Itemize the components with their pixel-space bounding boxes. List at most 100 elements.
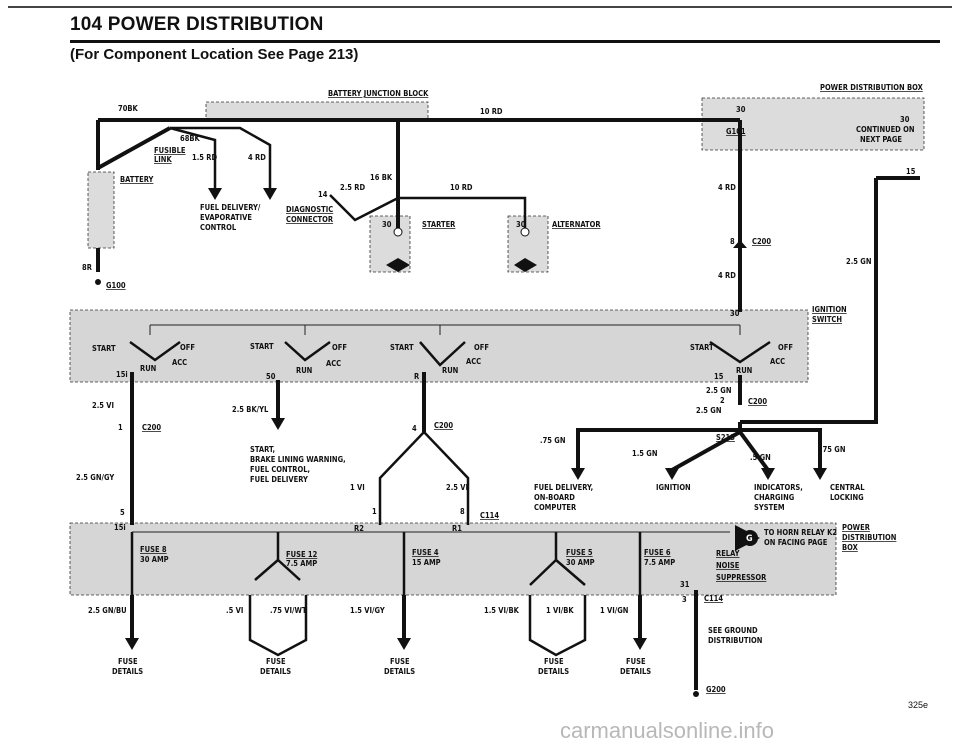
ignition-pin-30: 30 bbox=[730, 309, 740, 318]
pin-14: 14 bbox=[318, 190, 328, 199]
continued-label-1: CONTINUED ON bbox=[856, 125, 915, 134]
ignition-switch-box bbox=[69, 309, 809, 383]
fuse-box bbox=[69, 522, 837, 596]
wire-label-4rd-c: 4 RD bbox=[718, 271, 736, 280]
wire-label-25rd: 2.5 RD bbox=[340, 183, 365, 192]
alternator-terminal bbox=[520, 227, 530, 237]
fuse-8-amp: 30 AMP bbox=[140, 555, 169, 564]
ign4-start: START bbox=[690, 343, 714, 352]
fuse-4-amp: 15 AMP bbox=[412, 558, 441, 567]
wire-label-5vi: .5 VI bbox=[226, 606, 243, 615]
ign1-pin-15i: 15i bbox=[116, 370, 128, 379]
fuse-pin-r2: R2 bbox=[354, 524, 364, 533]
relay-label: RELAY bbox=[716, 549, 740, 558]
arrow-start-list bbox=[271, 418, 285, 430]
start-list-3: FUEL CONTROL, bbox=[250, 465, 310, 474]
page-code: 325e bbox=[908, 700, 929, 710]
wire-s213-bus bbox=[576, 422, 822, 470]
pdb-label-2: DISTRIBUTION bbox=[842, 533, 897, 542]
g200-label: G200 bbox=[706, 685, 726, 694]
continued-label-2: NEXT PAGE bbox=[860, 135, 902, 144]
battery-junction-block-label: BATTERY JUNCTION BLOCK bbox=[328, 89, 429, 98]
top-rule bbox=[8, 6, 952, 8]
page-title: 104 POWER DISTRIBUTION bbox=[70, 14, 324, 35]
ign3-off: OFF bbox=[474, 343, 489, 352]
ignition-output-label: IGNITION bbox=[656, 483, 691, 492]
starter-pin-30: 30 bbox=[382, 220, 392, 229]
pdb-pin-30-right: 30 bbox=[900, 115, 910, 124]
title-rule bbox=[70, 40, 940, 43]
ign-switch-1 bbox=[129, 340, 181, 362]
wire-s213-split bbox=[671, 429, 770, 472]
wire-label-10rd-a: 10 RD bbox=[480, 107, 503, 116]
arrow-fuel-evap-2 bbox=[263, 188, 277, 200]
fusible-link-label-2: LINK bbox=[154, 155, 172, 164]
fuel-obc-label-3: COMPUTER bbox=[534, 503, 577, 512]
fuel-obc-label-1: FUEL DELIVERY, bbox=[534, 483, 593, 492]
arrow-out-3 bbox=[397, 638, 411, 650]
c200-connector-a bbox=[733, 240, 747, 248]
c114-label-a: C114 bbox=[480, 511, 499, 520]
pin-1b: 1 bbox=[372, 507, 377, 516]
wire-label-25gn-b: 2.5 GN bbox=[696, 406, 722, 415]
fuel-evap-label-3: CONTROL bbox=[200, 223, 237, 232]
g101-label: G101 bbox=[726, 127, 746, 136]
s213-label: S213 bbox=[716, 433, 735, 442]
start-list-2: BRAKE LINING WARNING, bbox=[250, 455, 346, 464]
wire-label-25gn-a: 2.5 GN bbox=[706, 386, 732, 395]
ign1-acc: ACC bbox=[172, 358, 187, 367]
fuse-details-1a: FUSE bbox=[118, 657, 138, 666]
wire-25rd-10rd bbox=[329, 194, 527, 232]
ign1-run: RUN bbox=[140, 364, 157, 373]
arrow-indicators bbox=[761, 468, 775, 480]
c114-label-b: C114 bbox=[704, 594, 723, 603]
start-list-4: FUEL DELIVERY bbox=[250, 475, 308, 484]
wire-label-4rd: 4 RD bbox=[248, 153, 266, 162]
wire-label-25gn: 2.5 GN bbox=[846, 257, 872, 266]
fuse5-wire bbox=[529, 532, 586, 586]
power-distribution-box-label: POWER DISTRIBUTION BOX bbox=[820, 83, 924, 92]
wire-label-75gn-b: .75 GN bbox=[820, 445, 846, 454]
arrow-fuel-evap-1 bbox=[208, 188, 222, 200]
wire-label-1vi: 1 VI bbox=[350, 483, 365, 492]
wire-label-25gngy: 2.5 GN/GY bbox=[76, 473, 114, 482]
wire-label-8r: 8R bbox=[82, 263, 93, 272]
see-ground-label-2: DISTRIBUTION bbox=[708, 636, 763, 645]
wire-4rd bbox=[170, 126, 272, 190]
ignition-taps bbox=[149, 325, 741, 335]
ign2-start: START bbox=[250, 342, 274, 351]
arrow-out-1 bbox=[125, 638, 139, 650]
c200-label-d: C200 bbox=[748, 397, 767, 406]
suppressor-label: SUPPRESSOR bbox=[716, 573, 767, 582]
ign3-pin-r: R bbox=[414, 372, 420, 381]
fuse12-wire bbox=[254, 532, 301, 581]
ign4-pin-15: 15 bbox=[714, 372, 724, 381]
ign1-start: START bbox=[92, 344, 116, 353]
fuse-5-label: FUSE 5 bbox=[566, 548, 593, 557]
arrow-out-5 bbox=[633, 638, 647, 650]
fuse-details-1b: DETAILS bbox=[112, 667, 143, 676]
fusible-link-label: FUSIBLE bbox=[154, 146, 186, 155]
g100-ground-icon bbox=[95, 279, 101, 285]
fuse-5-amp: 30 AMP bbox=[566, 558, 595, 567]
wire-label-15rd: 1.5 RD bbox=[192, 153, 217, 162]
fuse-details-3a: FUSE bbox=[390, 657, 410, 666]
c200-label-b: C200 bbox=[142, 423, 161, 432]
wire-label-1vibk: 1 VI/BK bbox=[546, 606, 574, 615]
ign2-run: RUN bbox=[296, 366, 313, 375]
indicators-label-1: INDICATORS, bbox=[754, 483, 803, 492]
ign2-acc: ACC bbox=[326, 359, 341, 368]
fuse-12-label: FUSE 12 bbox=[286, 550, 318, 559]
indicators-label-3: SYSTEM bbox=[754, 503, 785, 512]
fuse-pin-31: 31 bbox=[680, 580, 690, 589]
ign-switch-2 bbox=[284, 340, 331, 362]
ign-switch-4 bbox=[709, 340, 771, 364]
wire-label-15vibk: 1.5 VI/BK bbox=[484, 606, 520, 615]
watermark: carmanualsonline.info bbox=[560, 718, 775, 743]
page-subtitle: (For Component Location See Page 213) bbox=[70, 46, 359, 63]
wire-label-75gn: .75 GN bbox=[540, 436, 566, 445]
starter-terminal bbox=[393, 227, 403, 237]
pin-1: 1 bbox=[118, 423, 123, 432]
alternator-pin-30: 30 bbox=[516, 220, 526, 229]
